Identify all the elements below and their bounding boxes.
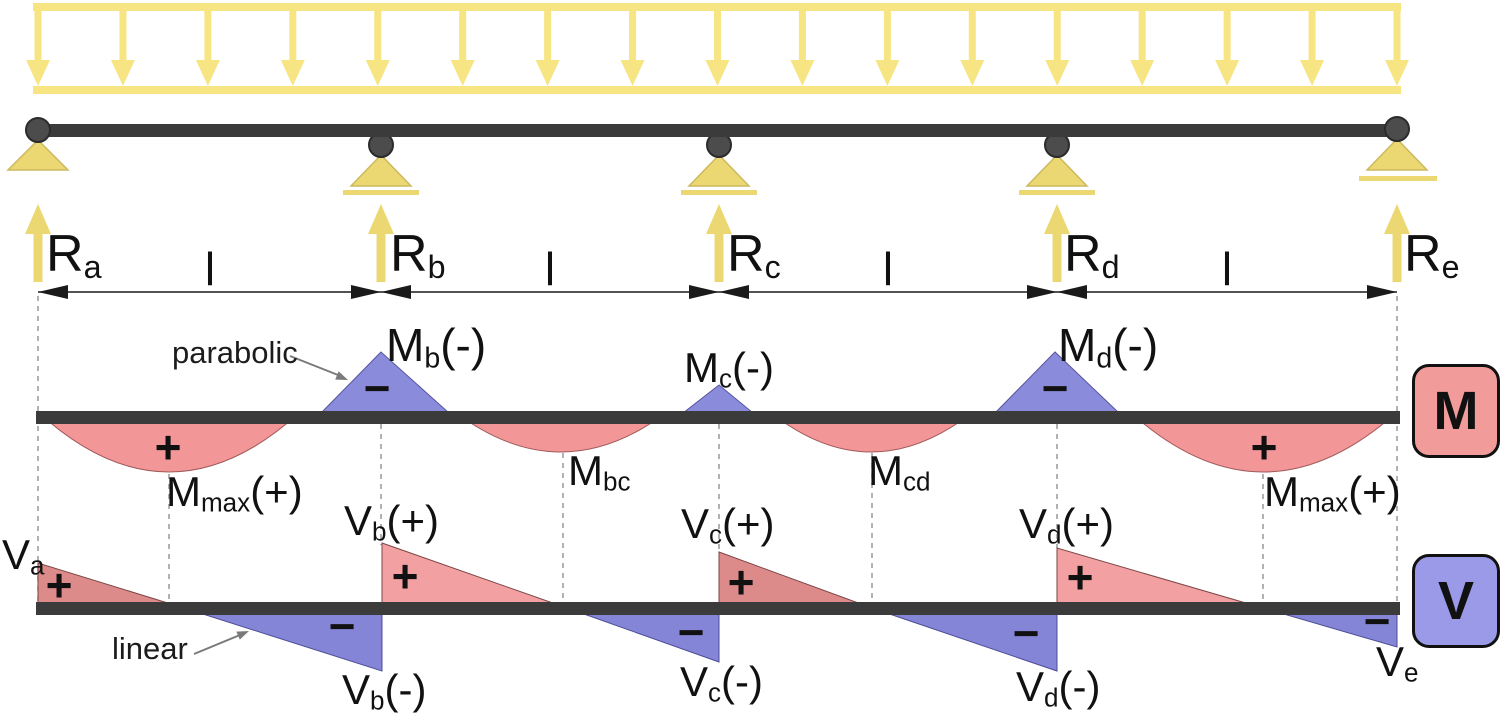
dimension-line: [38, 285, 1397, 299]
distributed-load: [26, 3, 1409, 94]
moment-plus-sign-span1: +: [154, 421, 182, 473]
reaction-label-rc: Rc: [727, 225, 781, 286]
parabolic-pointer-arrowhead-icon: [335, 371, 348, 380]
span-length-label-1: l: [204, 243, 216, 295]
roller-support-b: [349, 153, 413, 187]
moment-positive-span-ab: [36, 411, 302, 473]
moment-plus-sign-span4: +: [1250, 421, 1278, 473]
reaction-label-ra: Ra: [46, 225, 102, 286]
roller-support-c: [687, 153, 751, 187]
shear-label-vd-pos: Vd(+): [1019, 500, 1114, 550]
beam: [25, 116, 1410, 158]
shear-label-va: Va: [2, 531, 45, 581]
shear-label-vc-neg: Vc(-): [680, 658, 763, 708]
shear-label-vb-neg: Vb(-): [342, 666, 427, 716]
linear-note: linear: [112, 631, 188, 666]
linear-pointer-arrowhead-icon: [236, 631, 249, 640]
parabolic-pointer-line: [289, 355, 339, 376]
reaction-label-rb: Rb: [390, 225, 446, 286]
shear-minus-sign-span1: −: [328, 600, 356, 652]
construction-dashed-lines: [37, 296, 1398, 601]
shear-minus-sign-span4: −: [1363, 595, 1391, 647]
moment-label-mb: Mb(-): [386, 319, 487, 375]
moment-label-mmax-right: Mmax(+): [1264, 468, 1401, 518]
shear-diagram: [36, 542, 1400, 672]
load-arrow-icons: [26, 11, 1409, 86]
moment-diagram: [36, 351, 1400, 473]
shear-axis-bar: [36, 602, 1400, 615]
reaction-arrow-icons: [25, 204, 1410, 282]
hinge-e: [1384, 116, 1410, 142]
linear-pointer-line: [193, 634, 241, 655]
parabolic-note: parabolic: [172, 335, 298, 370]
span-length-label-2: l: [544, 243, 556, 295]
moment-label-mcd: Mcd: [868, 447, 931, 497]
shear-label-vb-pos: Vb(+): [344, 497, 439, 547]
shear-label-vc-pos: Vc(+): [681, 500, 775, 550]
moment-label-mc: Mc(-): [684, 344, 774, 394]
shear-minus-sign-span3: −: [1012, 607, 1040, 659]
roller-ground-b: [343, 190, 419, 195]
annotation-arrows: [193, 355, 348, 655]
dimension-arrowhead-icons: [38, 285, 1397, 299]
span-length-label-4: l: [1221, 243, 1233, 295]
moment-axis-bar: [36, 411, 1400, 424]
shear-plus-sign-span3: +: [727, 556, 755, 608]
roller-ground-d: [1019, 190, 1095, 195]
roller-support-d: [1025, 153, 1089, 187]
moment-label-mmax-left: Mmax(+): [166, 468, 303, 518]
pin-support-a: [6, 138, 70, 171]
shear-minus-sign-span2: −: [677, 606, 705, 658]
supports: [6, 137, 1437, 195]
shear-legend-box: V: [1412, 554, 1500, 648]
shear-plus-sign-span1: +: [45, 559, 73, 611]
shear-plus-sign-span4: +: [1066, 551, 1094, 603]
shear-label-ve: Ve: [1376, 638, 1419, 688]
shear-label-vd-neg: Vd(-): [1016, 663, 1101, 713]
moment-minus-sign-d: −: [1041, 362, 1069, 414]
roller-ground-c: [681, 190, 757, 195]
moment-minus-sign-b: −: [363, 362, 391, 414]
roller-ground-e: [1359, 176, 1437, 181]
reaction-label-re: Re: [1404, 225, 1460, 286]
span-length-label-3: l: [882, 243, 894, 295]
moment-positive-span-de: [1128, 411, 1399, 473]
roller-support-e: [1365, 137, 1429, 171]
reaction-label-rd: Rd: [1064, 225, 1120, 286]
moment-legend-box: M: [1412, 364, 1500, 458]
moment-label-md: Md(-): [1058, 319, 1159, 375]
hinge-a: [25, 117, 51, 143]
shear-plus-sign-span2: +: [391, 550, 419, 602]
moment-label-mbc: Mbc: [568, 447, 631, 497]
